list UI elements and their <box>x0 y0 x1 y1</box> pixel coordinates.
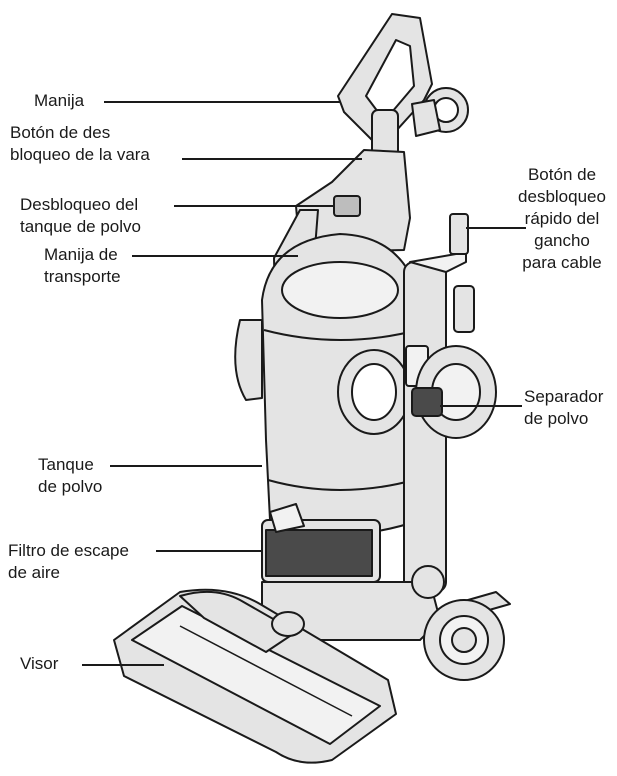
label-visor: Visor <box>20 654 59 673</box>
label-boton-gancho: Botón de desbloqueo rápido del gancho pa… <box>518 165 606 272</box>
visor-plate <box>131 605 381 745</box>
cord-hook <box>449 213 469 255</box>
leader-separador <box>440 405 522 407</box>
leader-boton-gancho <box>466 227 526 229</box>
tank-release-button <box>333 195 361 217</box>
label-filtro: Filtro de escape de aire <box>8 541 129 582</box>
label-boton-vara: Botón de des bloqueo de la vara <box>10 123 150 164</box>
leader-desbloqueo-tanque <box>174 205 334 207</box>
leader-manija-transporte <box>132 255 298 257</box>
leader-manija <box>104 101 340 103</box>
label-manija: Manija <box>34 91 85 110</box>
leader-visor <box>82 664 164 666</box>
leader-tanque <box>110 465 262 467</box>
label-desbloqueo-tanque: Desbloqueo del tanque de polvo <box>20 195 141 236</box>
label-manija-transporte: Manija de transporte <box>44 245 121 286</box>
leader-boton-vara <box>182 158 362 160</box>
label-separador: Separador de polvo <box>524 387 604 428</box>
label-tanque: Tanque de polvo <box>38 455 103 496</box>
leader-filtro <box>156 550 262 552</box>
